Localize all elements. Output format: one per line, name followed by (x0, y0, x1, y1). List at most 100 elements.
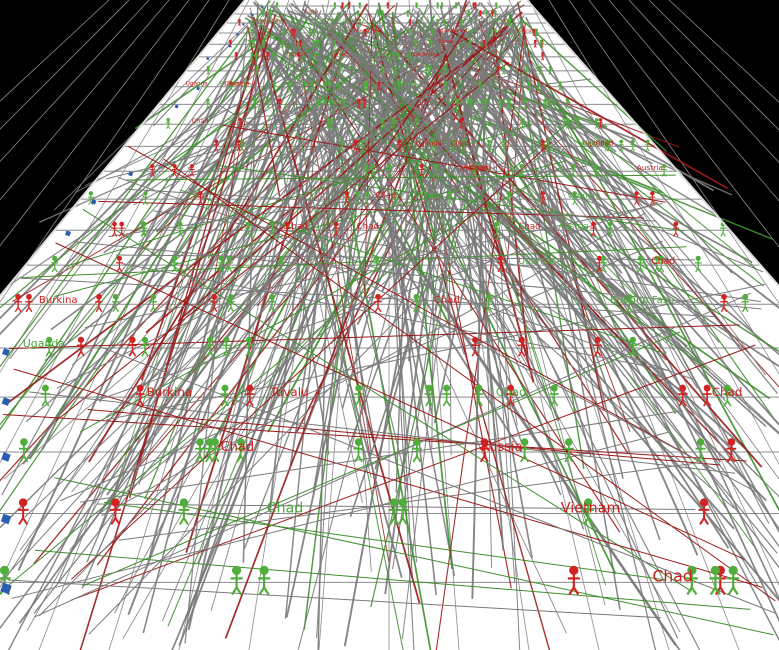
graph-node-cube[interactable] (174, 104, 179, 109)
graph-node[interactable] (288, 52, 292, 61)
graph-node-cube[interactable] (65, 230, 72, 237)
graph-node[interactable] (396, 139, 402, 152)
graph-node[interactable] (14, 293, 22, 313)
graph-node[interactable] (443, 81, 448, 91)
graph-node[interactable] (532, 28, 536, 37)
graph-node[interactable] (443, 65, 447, 75)
graph-node[interactable] (486, 139, 492, 152)
graph-node[interactable] (565, 98, 570, 109)
graph-node[interactable] (245, 221, 252, 237)
graph-node[interactable] (248, 39, 252, 48)
graph-node[interactable] (433, 163, 439, 177)
graph-node[interactable] (450, 139, 456, 152)
graph-node[interactable] (460, 139, 466, 152)
graph-node[interactable] (483, 98, 488, 109)
graph-node[interactable] (396, 81, 401, 91)
graph-node[interactable] (171, 163, 178, 177)
graph-node[interactable] (118, 221, 125, 237)
graph-node[interactable] (506, 384, 516, 407)
graph-node[interactable] (442, 384, 452, 407)
graph-node[interactable] (563, 438, 574, 463)
graph-node[interactable] (258, 565, 271, 596)
graph-node[interactable] (479, 438, 490, 463)
graph-node[interactable] (726, 438, 737, 463)
graph-node[interactable] (210, 293, 218, 313)
graph-node[interactable] (142, 191, 149, 206)
graph-node[interactable] (590, 221, 597, 237)
graph-node[interactable] (339, 52, 343, 61)
graph-node[interactable] (238, 18, 241, 27)
graph-node[interactable] (598, 117, 603, 129)
graph-node[interactable] (210, 438, 221, 463)
graph-node[interactable] (428, 65, 432, 75)
graph-node[interactable] (111, 221, 118, 237)
graph-node[interactable] (341, 2, 344, 9)
graph-node[interactable] (347, 2, 351, 9)
graph-node[interactable] (336, 81, 341, 91)
graph-node[interactable] (520, 18, 524, 27)
graph-node[interactable] (116, 255, 123, 273)
graph-node[interactable] (678, 384, 688, 407)
graph-node[interactable] (206, 65, 211, 75)
graph-node[interactable] (570, 163, 576, 177)
graph-node[interactable] (575, 117, 580, 129)
graph-node-cube[interactable] (0, 582, 12, 595)
graph-node[interactable] (594, 117, 600, 129)
graph-node[interactable] (239, 139, 245, 152)
graph-node[interactable] (268, 293, 276, 313)
graph-node[interactable] (45, 336, 54, 357)
graph-node[interactable] (596, 255, 603, 273)
graph-node[interactable] (413, 39, 417, 48)
graph-node-cube[interactable] (128, 171, 134, 177)
graph-node[interactable] (356, 10, 360, 17)
graph-node[interactable] (311, 39, 316, 48)
graph-node[interactable] (429, 139, 435, 152)
graph-node[interactable] (352, 139, 358, 152)
graph-node[interactable] (323, 81, 328, 91)
graph-node[interactable] (308, 28, 312, 37)
graph-node[interactable] (128, 336, 137, 357)
graph-node[interactable] (649, 191, 656, 206)
graph-node[interactable] (165, 117, 171, 129)
graph-node[interactable] (506, 98, 511, 109)
graph-node[interactable] (376, 81, 381, 91)
graph-node[interactable] (498, 98, 503, 109)
graph-node[interactable] (413, 117, 419, 129)
graph-node[interactable] (342, 98, 347, 109)
graph-node[interactable] (227, 293, 235, 313)
graph-node[interactable] (245, 384, 255, 407)
graph-node[interactable] (396, 52, 400, 61)
graph-node[interactable] (282, 28, 286, 37)
graph-node[interactable] (283, 221, 291, 237)
graph-node[interactable] (542, 98, 548, 109)
graph-node[interactable] (436, 2, 440, 9)
graph-node[interactable] (447, 191, 454, 206)
graph-node[interactable] (243, 81, 247, 91)
graph-node[interactable] (582, 498, 594, 525)
graph-node[interactable] (266, 52, 270, 61)
graph-node[interactable] (189, 163, 195, 177)
graph-node[interactable] (520, 117, 525, 129)
graph-node[interactable] (229, 81, 233, 91)
graph-node[interactable] (18, 438, 29, 463)
graph-node[interactable] (358, 2, 362, 9)
graph-node[interactable] (478, 10, 482, 17)
graph-node[interactable] (459, 18, 463, 27)
graph-node[interactable] (539, 191, 546, 206)
graph-node[interactable] (363, 28, 367, 37)
graph-node[interactable] (235, 438, 246, 463)
graph-node-cube[interactable] (1, 452, 11, 462)
graph-node[interactable] (292, 28, 296, 37)
graph-node[interactable] (565, 117, 571, 129)
graph-node-cube[interactable] (0, 513, 12, 525)
graph-node[interactable] (135, 384, 145, 407)
graph-node[interactable] (571, 191, 578, 206)
graph-node[interactable] (387, 163, 393, 177)
graph-node[interactable] (261, 39, 265, 48)
graph-node[interactable] (435, 18, 439, 27)
graph-node[interactable] (527, 81, 531, 91)
graph-node[interactable] (454, 2, 458, 9)
graph-node[interactable] (250, 52, 254, 61)
